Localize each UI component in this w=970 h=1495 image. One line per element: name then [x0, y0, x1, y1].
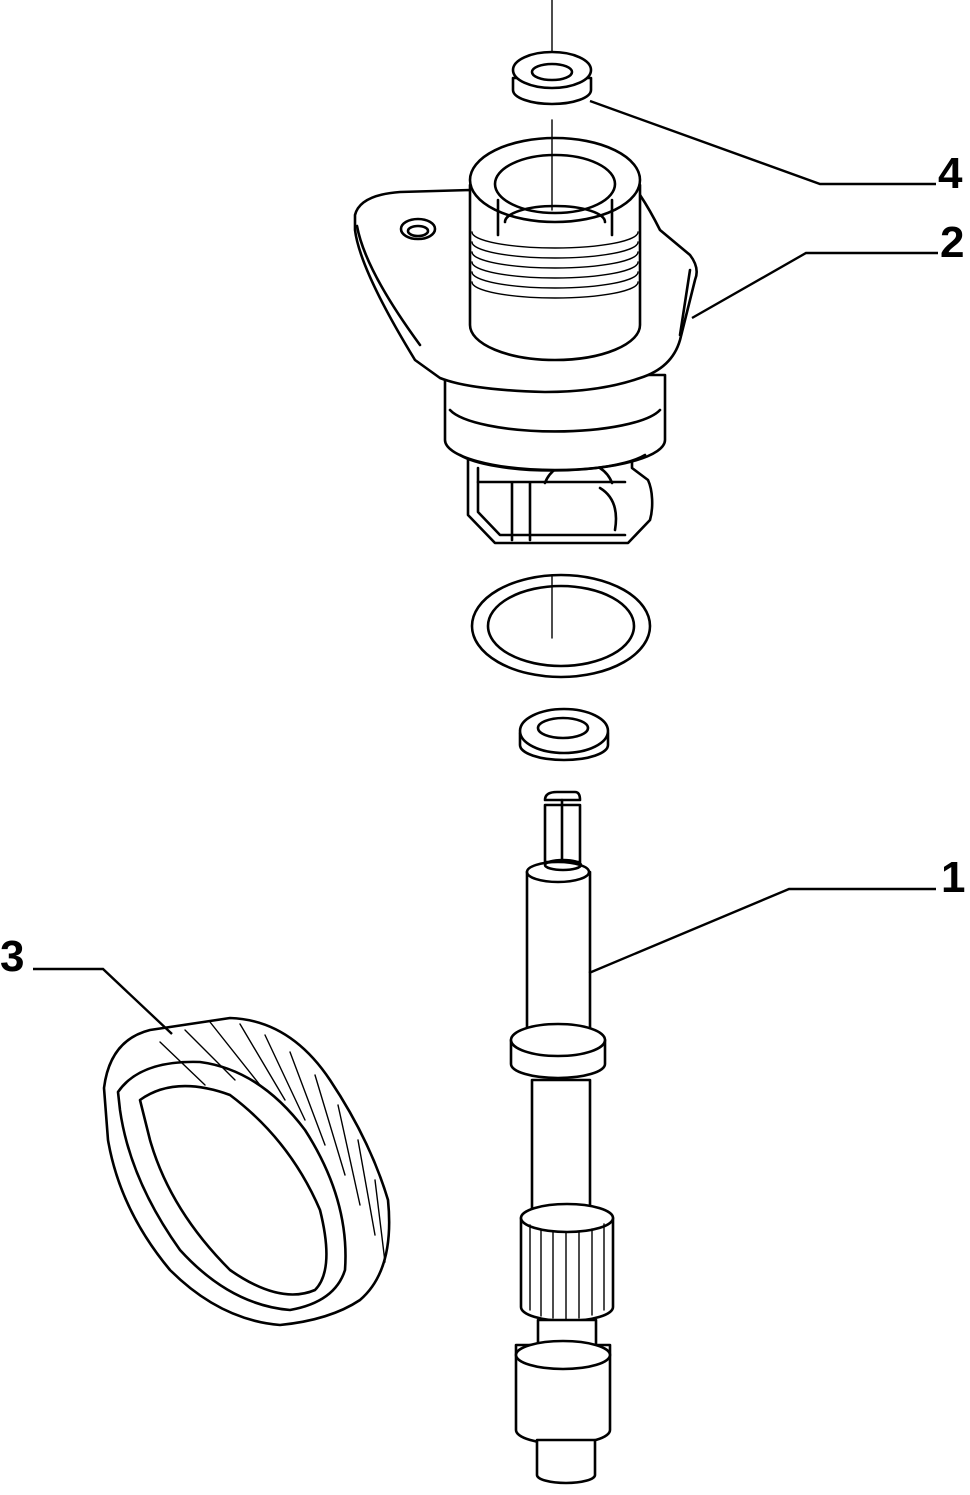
callout-label-2: 2: [940, 218, 964, 267]
seal-ring-part-4: [511, 0, 593, 106]
callout-1: 1: [588, 853, 965, 975]
drive-shaft-part-1: [509, 790, 615, 1485]
callout-label-4: 4: [938, 149, 963, 198]
callout-4: 4: [589, 99, 963, 198]
crown-gear-part-3: [102, 1016, 391, 1327]
sensor-housing-part-2: [353, 119, 698, 545]
callout-2: 2: [691, 218, 964, 320]
callout-label-3: 3: [0, 932, 24, 981]
o-ring: [470, 573, 652, 679]
callout-3: 3: [0, 932, 173, 1035]
callout-label-1: 1: [941, 853, 965, 902]
washer: [518, 707, 610, 762]
